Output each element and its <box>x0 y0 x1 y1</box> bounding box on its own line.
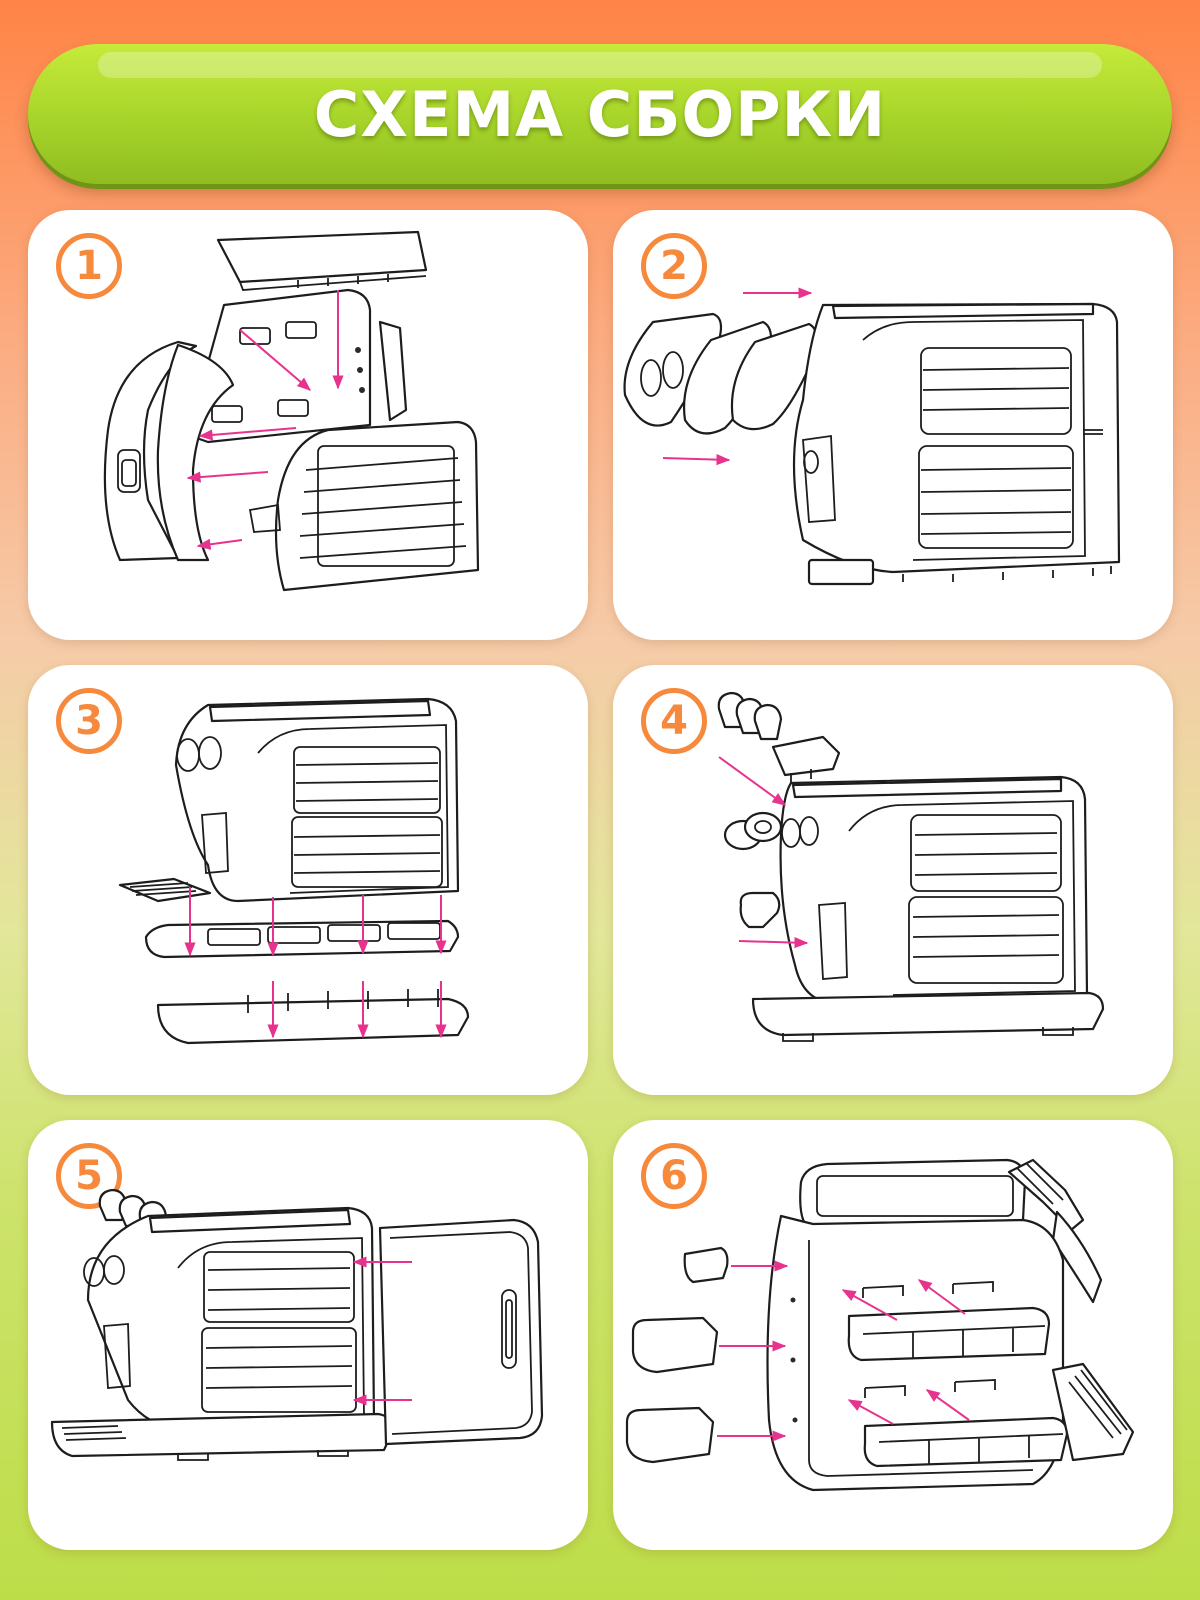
top-lid <box>799 1158 1027 1232</box>
toaster-body <box>779 775 1089 1005</box>
side-block <box>631 1316 719 1374</box>
front-frame <box>274 420 480 592</box>
side-clip <box>683 1246 729 1284</box>
base <box>50 1412 396 1458</box>
drip-tray <box>118 877 212 903</box>
step-2-panel: 2 <box>613 210 1173 640</box>
knob-set <box>717 691 783 741</box>
step-1-panel: 1 <box>28 210 588 640</box>
lower-rack <box>863 1416 1069 1468</box>
side-block <box>625 1406 715 1464</box>
step-3-panel: 3 <box>28 665 588 1095</box>
base-bottom <box>156 997 470 1045</box>
step-number-badge: 4 <box>641 688 707 754</box>
page-title: СХЕМА СБОРКИ <box>313 77 887 151</box>
top-lid <box>216 230 428 284</box>
step-2-illustration <box>623 287 1121 586</box>
door <box>378 1218 544 1446</box>
step-4-panel: 4 <box>613 665 1173 1095</box>
side-button <box>739 891 781 929</box>
upper-rack <box>847 1306 1051 1362</box>
step-number-badge: 3 <box>56 688 122 754</box>
step-6-illustration <box>625 1158 1135 1492</box>
step-3-illustration <box>118 697 470 1045</box>
rear-plate <box>186 288 372 444</box>
step-1-illustration <box>103 230 480 592</box>
step-6-panel: 6 <box>613 1120 1173 1550</box>
title-banner: СХЕМА СБОРКИ <box>28 44 1172 184</box>
step-5-illustration <box>50 1188 544 1461</box>
step-number-badge: 1 <box>56 233 122 299</box>
step-number-badge: 6 <box>641 1143 707 1209</box>
toaster-body <box>86 1206 376 1430</box>
toaster-body <box>792 302 1121 574</box>
button-block <box>771 735 841 777</box>
left-side-shell <box>103 340 198 562</box>
right-side-frame <box>378 320 408 422</box>
step-5-panel: 5 <box>28 1120 588 1550</box>
step-number-badge: 2 <box>641 233 707 299</box>
dial-knobs <box>723 811 783 851</box>
base <box>751 991 1105 1037</box>
step-4-illustration <box>717 691 1105 1042</box>
